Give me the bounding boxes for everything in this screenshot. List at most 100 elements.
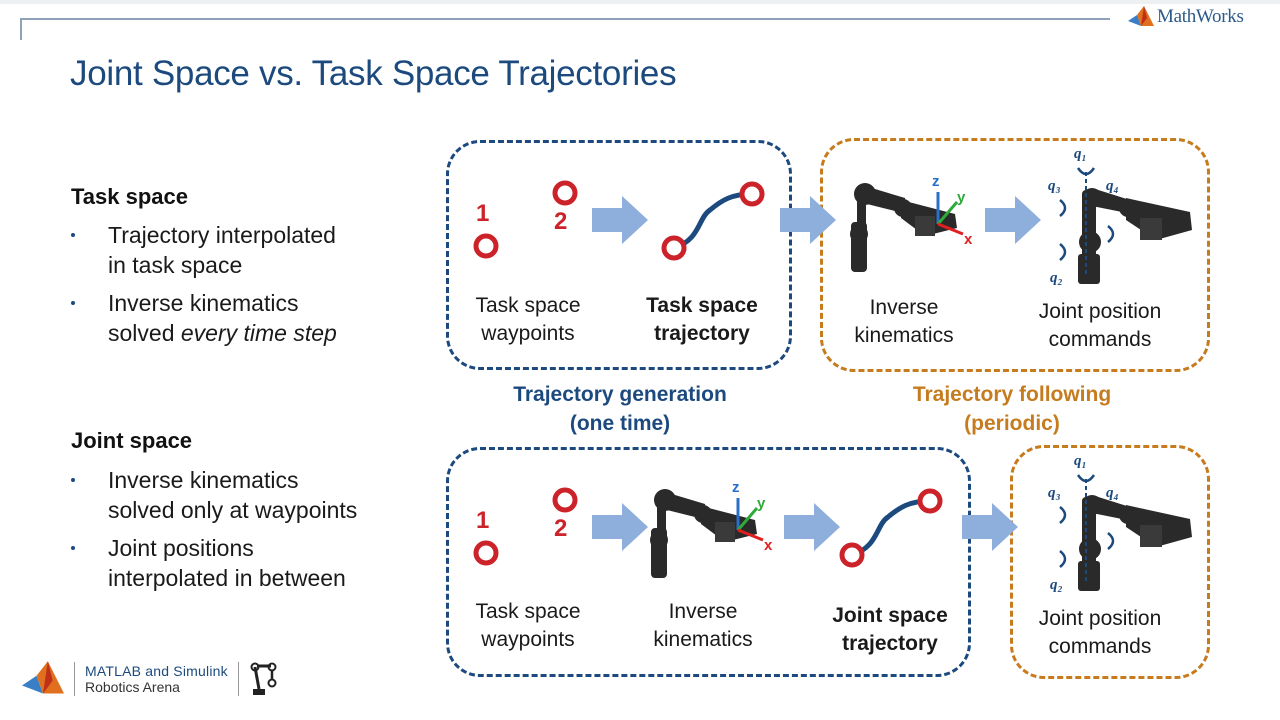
robot-arm-icon	[250, 662, 277, 695]
trajectory-following-box-top	[820, 138, 1210, 372]
footer-divider	[237, 662, 239, 696]
caption-line: waypoints	[481, 628, 575, 651]
robot-arm-icon	[650, 489, 757, 578]
bullet-dot	[71, 301, 75, 305]
waypoint-circle	[552, 180, 578, 206]
ik-caption-top: Inverse kinematics	[834, 294, 974, 350]
caption-line: Inverse	[668, 600, 738, 623]
joint-label-q2: q₂	[1050, 577, 1063, 593]
x-axis-label: x	[764, 537, 773, 554]
z-axis-label: z	[932, 173, 940, 190]
flow-arrow-icon	[985, 196, 1041, 244]
flow-arrow-icon	[592, 196, 648, 244]
trajectory-generation-box-top	[446, 140, 792, 370]
joint-trajectory-caption: Joint space trajectory	[816, 602, 964, 658]
caption-line: Joint position	[1038, 607, 1162, 630]
mathworks-logo: MathWorks	[1128, 6, 1244, 28]
bullet-line: Inverse kinematics	[108, 290, 299, 316]
y-axis-label: y	[757, 495, 766, 512]
waypoint-circle	[661, 235, 687, 261]
bullet-line: interpolated in between	[108, 565, 346, 591]
waypoint-circle	[739, 181, 765, 207]
trajectory-curve	[673, 191, 753, 251]
caption-line: trajectory	[842, 632, 938, 655]
y-axis-label: y	[957, 189, 966, 206]
robot-joints-graphic: q₁ q₂ q₃ q₄	[1048, 453, 1192, 593]
task-trajectory-graphic	[661, 181, 765, 261]
joint-commands-caption-bottom: Joint position commands	[1020, 605, 1180, 661]
footer-divider	[74, 662, 75, 696]
joint-space-heading: Joint space	[71, 428, 193, 453]
generation-group-label: Trajectory generation (one time)	[470, 380, 770, 438]
robot-ik-graphic: z y x	[850, 173, 973, 272]
bullet-emphasis: every time step	[180, 320, 337, 346]
bullet-item: Inverse kinematics solved every time ste…	[71, 288, 337, 348]
bullet-line: solved	[108, 320, 181, 346]
joint-label-q3: q₃	[1048, 178, 1061, 194]
header-rule	[20, 18, 1110, 20]
task-space-bullets: Trajectory interpolated in task space In…	[71, 220, 337, 356]
robot-joints-graphic: q₁ q₂ q₃ q₄	[1048, 146, 1192, 286]
robot-arm-icon	[1078, 188, 1192, 284]
robot-arm-icon	[1078, 495, 1192, 591]
rotation-arrow-icon	[1076, 474, 1096, 483]
caption-line: Task space	[475, 294, 581, 317]
waypoints-graphic	[473, 487, 578, 566]
group-label-line: (periodic)	[964, 412, 1060, 435]
waypoint-label-2: 2	[554, 515, 568, 542]
joint-commands-caption-top: Joint position commands	[1020, 298, 1180, 354]
bullet-line: in task space	[108, 252, 243, 278]
waypoint-label-1: 1	[476, 200, 490, 227]
matlab-membrane-icon	[1128, 6, 1154, 26]
footer-branding: MATLAB and Simulink Robotics Arena	[22, 660, 279, 698]
bullet-dot	[71, 546, 75, 550]
top-shade	[0, 0, 1280, 4]
caption-line: commands	[1048, 328, 1152, 351]
bullet-item: Inverse kinematics solved only at waypoi…	[71, 465, 357, 525]
y-axis	[736, 507, 759, 531]
x-axis	[737, 528, 764, 542]
joint-label-q4: q₄	[1106, 178, 1119, 194]
waypoint-circle	[552, 487, 578, 513]
z-axis-label: z	[732, 479, 740, 496]
joint-label-q2: q₂	[1050, 270, 1063, 286]
caption-line: kinematics	[854, 324, 954, 347]
task-space-heading: Task space	[71, 184, 189, 209]
bullet-dot	[71, 478, 75, 482]
waypoint-circle	[473, 233, 499, 259]
waypoints-caption-top: Task space waypoints	[458, 292, 598, 348]
caption-line: Joint position	[1038, 300, 1162, 323]
bullet-line: Inverse kinematics	[108, 467, 299, 493]
waypoints-graphic	[473, 180, 578, 259]
bullet-line: Joint positions	[108, 535, 254, 561]
brand-name: MathWorks	[1157, 6, 1244, 27]
footer-line1: MATLAB and Simulink	[85, 663, 228, 679]
y-axis	[936, 201, 959, 225]
robot-ik-graphic: z y x	[650, 479, 773, 578]
robot-arm-icon	[850, 183, 957, 272]
waypoints-caption-bottom: Task space waypoints	[458, 598, 598, 654]
footer-line2: Robotics Arena	[85, 679, 180, 695]
trajectory-generation-box-bottom	[446, 447, 971, 677]
trajectory-curve	[851, 498, 931, 558]
bullet-line: solved only at waypoints	[108, 497, 358, 523]
x-axis	[937, 222, 964, 236]
flow-arrow-icon	[780, 196, 836, 244]
waypoint-label-2: 2	[554, 208, 568, 235]
joint-label-q1: q₁	[1074, 146, 1087, 162]
flow-arrow-icon	[784, 503, 840, 551]
rotation-arrow-icon	[1059, 199, 1067, 217]
caption-line: Joint space	[832, 604, 948, 627]
rotation-arrow-icon	[1107, 225, 1115, 243]
joint-trajectory-graphic	[839, 488, 943, 568]
slide-title: Joint Space vs. Task Space Trajectories	[70, 54, 677, 93]
rotation-arrow-icon	[1059, 506, 1067, 524]
rotation-arrow-icon	[1059, 550, 1067, 568]
caption-line: kinematics	[653, 628, 753, 651]
rotation-arrow-icon	[1107, 532, 1115, 550]
footer-text: MATLAB and Simulink Robotics Arena	[85, 663, 228, 695]
trajectory-following-box-bottom	[1010, 445, 1210, 679]
following-group-label: Trajectory following (periodic)	[862, 380, 1162, 438]
caption-line: Task space	[475, 600, 581, 623]
caption-line: Inverse	[869, 296, 939, 319]
